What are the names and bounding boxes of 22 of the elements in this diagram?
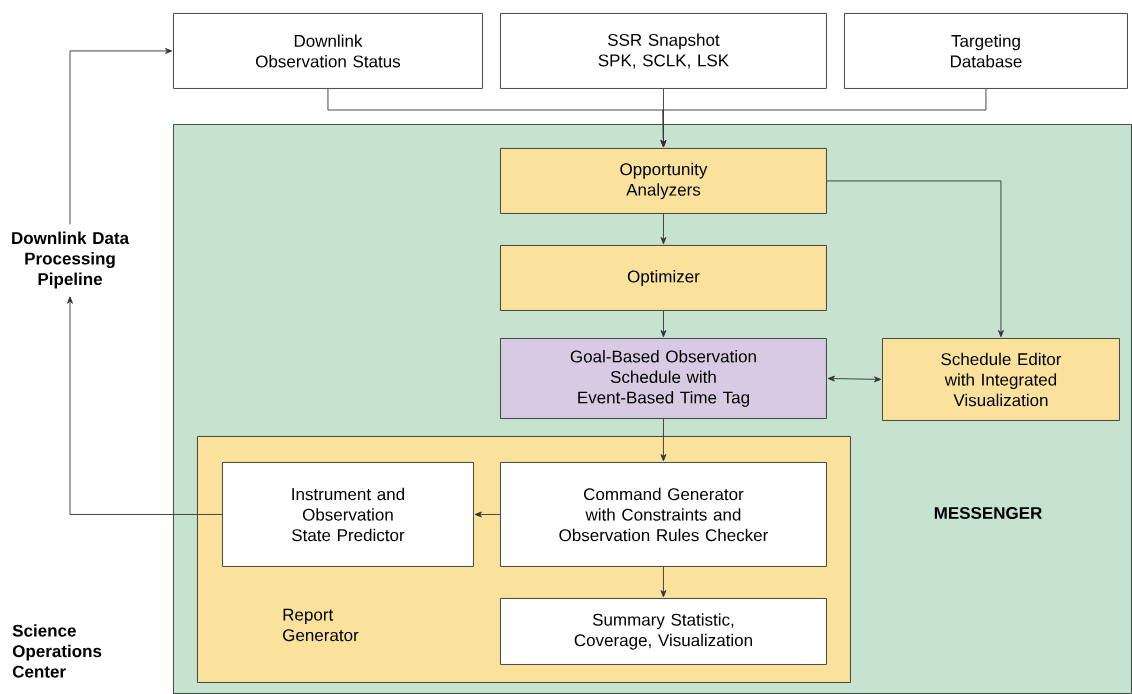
arrow bbox=[660, 566, 667, 598]
arrow bbox=[67, 296, 223, 515]
arrow bbox=[660, 310, 667, 338]
arrow bbox=[660, 418, 667, 462]
process-box: Summary Statistic, Coverage, Visualization bbox=[500, 598, 827, 665]
arrow bbox=[660, 213, 667, 245]
process-box: Schedule Editor with Integrated Visualization bbox=[882, 338, 1120, 421]
pipeline-label: Downlink Data Processing Pipeline bbox=[12, 231, 130, 289]
process-box: Targeting Database bbox=[844, 13, 1128, 89]
process-box: Downlink Observation Status bbox=[173, 13, 483, 89]
arrow bbox=[660, 88, 987, 148]
process-box: Command Generator with Constraints and Observation Rules Checker bbox=[500, 462, 827, 567]
process-box: Optimizer bbox=[500, 245, 827, 311]
arrow bbox=[69, 48, 173, 225]
process-box: Goal-Based Observation Schedule with Event-Based Time Tag bbox=[500, 338, 827, 419]
arrow bbox=[474, 511, 501, 518]
arrow bbox=[827, 375, 882, 383]
area-label: Science Operations Center bbox=[12, 624, 102, 678]
arrow bbox=[826, 180, 1004, 338]
process-box: SSR Snapshot SPK, SCLK, LSK bbox=[500, 13, 827, 89]
process-box: Instrument and Observation State Predictor bbox=[222, 462, 474, 567]
process-box: Opportunity Analyzers bbox=[500, 148, 827, 214]
